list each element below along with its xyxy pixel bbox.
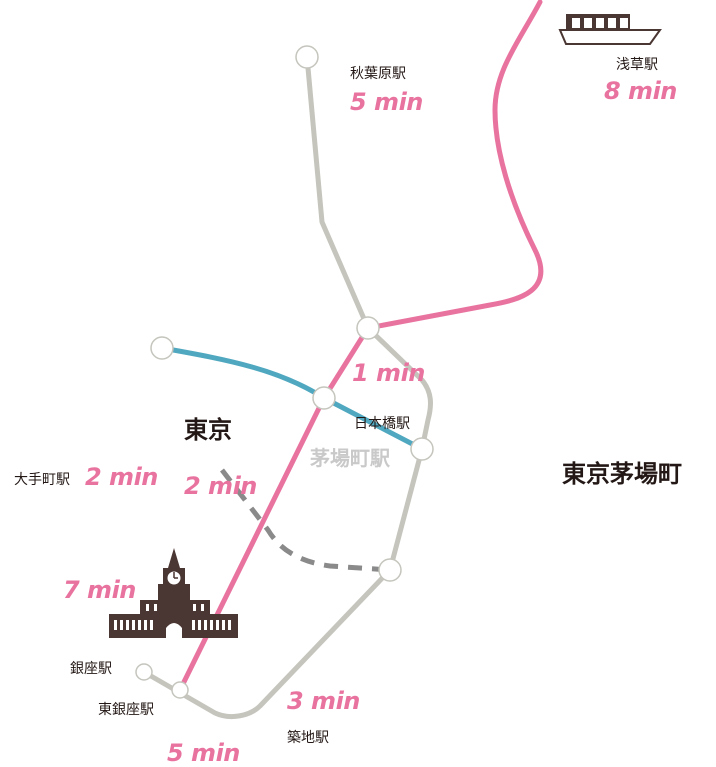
- time-otemachi: 2 min: [85, 463, 158, 491]
- time-akihabara: 5 min: [350, 88, 423, 116]
- boat-icon: [558, 14, 662, 45]
- station-node-junction[interactable]: [356, 316, 380, 340]
- station-node-ginza[interactable]: [135, 663, 153, 681]
- station-node-otemachi[interactable]: [150, 336, 174, 360]
- time-asakusa: 8 min: [604, 77, 677, 105]
- station-label-asakusa: 浅草駅: [616, 57, 658, 73]
- station-label-akihabara: 秋葉原駅: [350, 66, 406, 82]
- station-node-akihabara[interactable]: [295, 45, 319, 69]
- kayabacho-station-ghost-label: 茅場町駅: [310, 446, 390, 470]
- area-label-tokyo: 東京: [184, 416, 232, 444]
- time-nihonbashi: 1 min: [352, 359, 425, 387]
- time-higashi-ginza: 5 min: [167, 739, 240, 767]
- station-node-nihonbashi[interactable]: [312, 386, 336, 410]
- time-tokyo-building: 7 min: [63, 576, 136, 604]
- station-label-tsukiji: 築地駅: [287, 730, 329, 746]
- station-label-otemachi: 大手町駅: [14, 472, 70, 488]
- area-label-kayabacho: 東京茅場町: [562, 460, 682, 488]
- station-label-higashi-ginza: 東銀座駅: [98, 702, 154, 718]
- walking-route: [220, 468, 391, 573]
- asakusa-line: [177, 0, 544, 693]
- time-tsukiji: 3 min: [287, 687, 360, 715]
- hibiya-line: [141, 54, 433, 719]
- station-node-kayabacho[interactable]: [410, 437, 434, 461]
- clock-tower-building-icon: [109, 548, 238, 638]
- time-tokyo: 2 min: [184, 472, 257, 500]
- station-node-higashi-ginza[interactable]: [171, 681, 189, 699]
- station-label-nihonbashi: 日本橋駅: [354, 416, 410, 432]
- station-label-ginza: 銀座駅: [70, 661, 112, 677]
- station-node-hatchobori[interactable]: [378, 558, 402, 582]
